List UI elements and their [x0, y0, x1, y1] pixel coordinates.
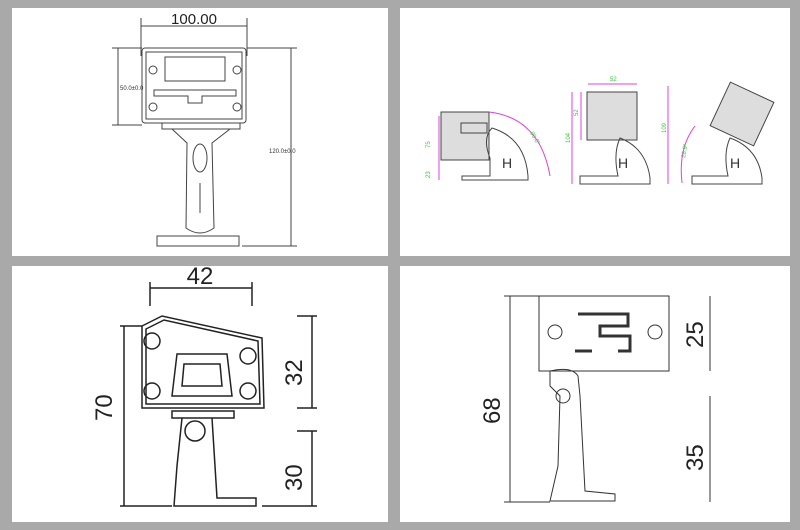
- side-view-large-panel: 68 25 35: [400, 266, 790, 522]
- center-width-label: 52: [610, 77, 617, 83]
- total-label: 70: [91, 394, 118, 421]
- side-view-small-drawing: 42 70 32 30: [91, 266, 317, 507]
- total-height-label: 120.0±0.0: [269, 149, 296, 155]
- side-view-large-drawing: 68 25 35: [479, 295, 711, 503]
- right-angle-label: 28.9°: [681, 143, 689, 158]
- center-height-label: 104: [566, 132, 572, 143]
- front-view-panel: 100.00 50.0±0.0 120.0±0.0: [12, 8, 388, 256]
- svg-text:H: H: [618, 155, 628, 171]
- base-label: 30: [281, 464, 308, 491]
- svg-text:H: H: [502, 155, 512, 171]
- rotation-views-panel: H 75 23 90.0° H 52 52 104 H 109 28.9°: [400, 8, 790, 256]
- front-view-drawing: 100.00 50.0±0.0 120.0±0.0: [112, 11, 297, 247]
- side-view-small-panel: 42 70 32 30: [12, 266, 388, 522]
- svg-text:H: H: [730, 155, 740, 171]
- center-head-label: 52: [574, 109, 580, 116]
- head-label: 25: [682, 321, 709, 348]
- base-label: 35: [682, 444, 709, 471]
- width-label: 100.00: [171, 11, 217, 28]
- head-label: 32: [281, 359, 308, 386]
- height-label: 50.0±0.0: [120, 86, 144, 92]
- rotation-views-drawing: H 75 23 90.0° H 52 52 104 H 109 28.9°: [426, 77, 775, 185]
- total-label: 68: [479, 397, 506, 424]
- right-height-label: 109: [662, 122, 668, 133]
- width-label: 42: [187, 266, 214, 290]
- left-height-label: 75: [426, 141, 432, 148]
- left-base-label: 23: [426, 171, 432, 178]
